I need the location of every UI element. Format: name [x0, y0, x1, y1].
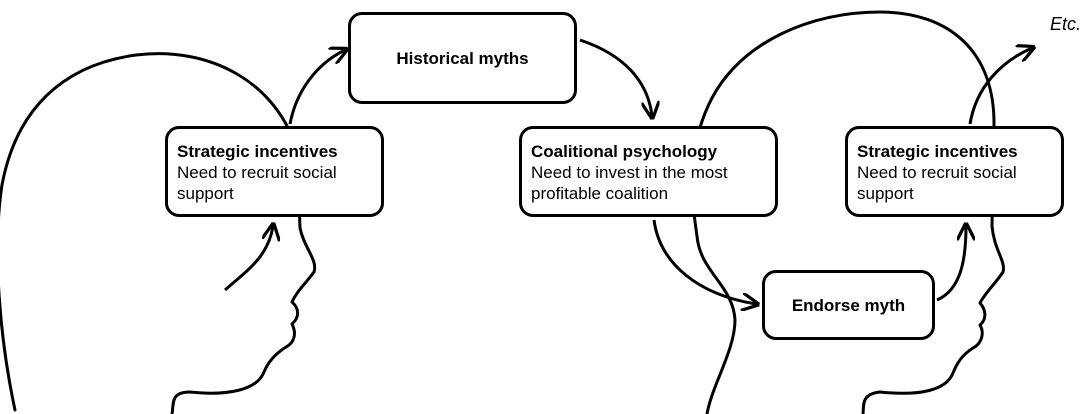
- arrow-coalitional-to-endorse: [652, 219, 756, 304]
- arrow-mouth-to-strategic-left: [223, 226, 273, 292]
- strategic-incentives-left-body-line1: Need to recruit social: [177, 163, 337, 182]
- right-head-silhouette: [690, 10, 1005, 414]
- strategic-incentives-right-box: Strategic incentives Need to recruit soc…: [845, 126, 1064, 217]
- historical-myths-box: Historical myths: [348, 12, 577, 104]
- endorse-myth-label: Endorse myth: [791, 295, 906, 315]
- coalitional-psychology-box: Coalitional psychology Need to invest in…: [519, 126, 778, 217]
- strategic-incentives-right-body-line2: support: [857, 184, 914, 203]
- coalitional-psychology-title: Coalitional psychology: [531, 142, 718, 161]
- left-head-silhouette: [0, 52, 317, 414]
- coalitional-psychology-body-line2: profitable coalition: [531, 184, 669, 203]
- arrow-endorse-to-strategic-right: [936, 226, 966, 302]
- arrow-strategic-left-to-historical: [288, 50, 345, 125]
- strategic-incentives-left-body-line2: support: [177, 184, 234, 203]
- strategic-incentives-left-box: Strategic incentives Need to recruit soc…: [165, 126, 384, 217]
- historical-myths-label: Historical myths: [396, 48, 529, 68]
- strategic-incentives-left-title: Strategic incentives: [177, 142, 338, 161]
- strategic-incentives-right-body-line1: Need to recruit social: [857, 163, 1017, 182]
- strategic-incentives-right-title: Strategic incentives: [857, 142, 1018, 161]
- arrow-strategic-right-to-etc: [968, 48, 1032, 125]
- endorse-myth-box: Endorse myth: [762, 270, 935, 340]
- coalitional-psychology-body-line1: Need to invest in the most: [531, 163, 728, 182]
- etc-label: Etc.: [1050, 14, 1082, 34]
- arrow-historical-to-coalitional: [579, 38, 652, 116]
